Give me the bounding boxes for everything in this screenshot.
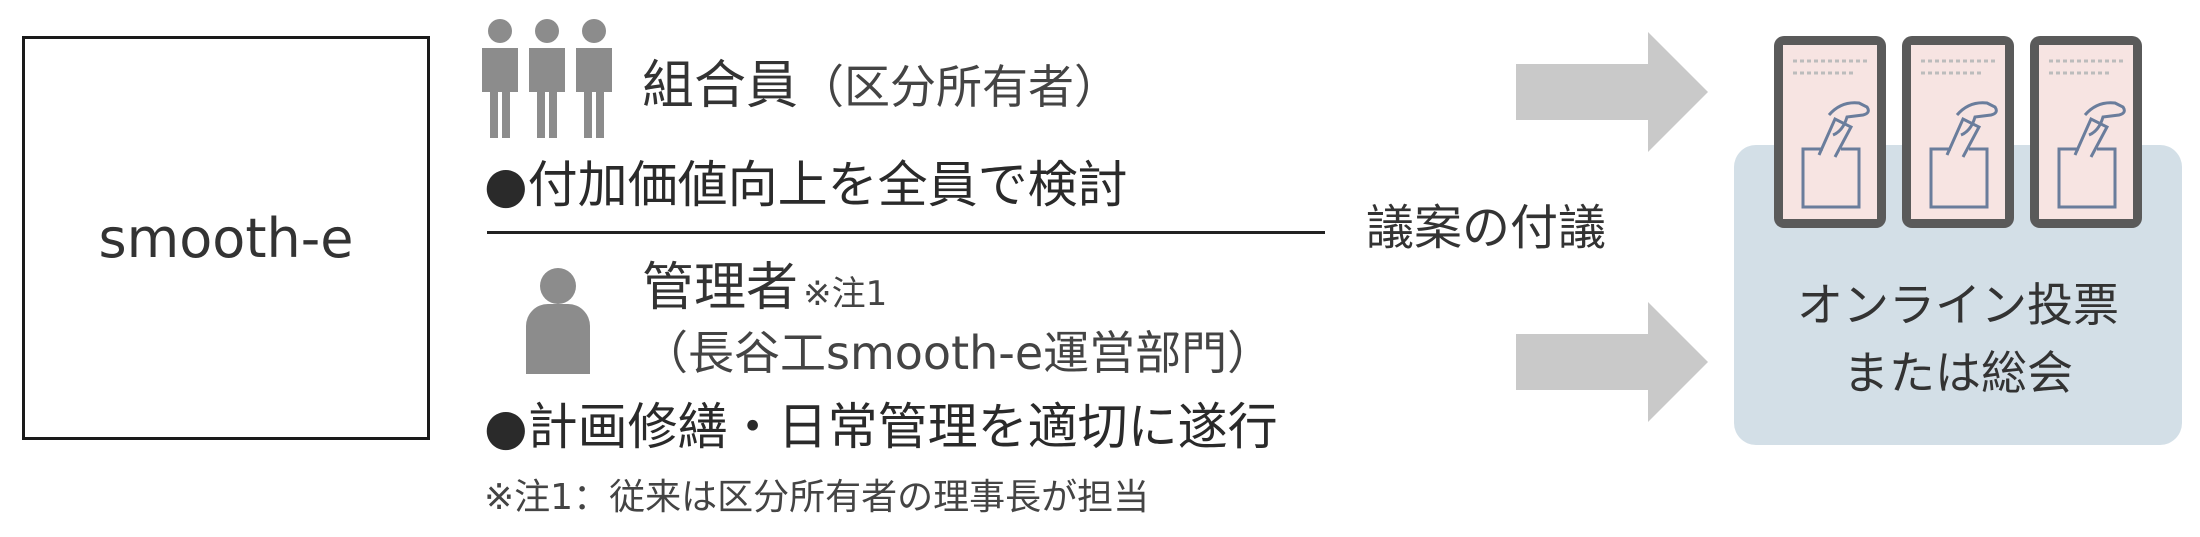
members-heading: 組合員（区分所有者） <box>642 60 1120 112</box>
footnote: ※注1：従来は区分所有者の理事長が担当 <box>484 477 1150 518</box>
smartphone-icon <box>2030 36 2142 228</box>
person-icon <box>529 19 565 138</box>
ballot-box-icon <box>2049 59 2126 209</box>
phone-screen <box>2039 45 2133 219</box>
proposal-label: 議案の付議 <box>1366 200 1607 256</box>
person-icon <box>482 19 518 138</box>
members-point: ●付加価値向上を全員で検討 <box>484 156 1128 214</box>
arrow-right-icon <box>1516 32 1708 152</box>
ballot-box-icon <box>1793 59 1870 209</box>
smartphone-icon <box>1902 36 2014 228</box>
result-line2: または総会 <box>1843 346 2073 400</box>
result-line1: オンライン投票 <box>1797 278 2119 332</box>
phone-screen <box>1783 45 1877 219</box>
person-icon <box>576 19 612 138</box>
members-subtitle: （区分所有者） <box>798 60 1121 114</box>
members-title: 組合員 <box>642 56 799 116</box>
manager-person-icon <box>526 268 590 374</box>
ballot-box-icon <box>1921 59 1998 209</box>
divider-line <box>487 231 1325 234</box>
manager-note-ref: ※注1 <box>803 274 888 314</box>
manager-org: （長谷工smooth-e運営部門） <box>642 326 1274 380</box>
smartphone-icon <box>1774 36 1886 228</box>
logo-text: smooth-e <box>98 206 354 270</box>
manager-heading: 管理者 ※注1 <box>642 262 887 314</box>
members-group-icon <box>482 19 612 138</box>
manager-point: ●計画修繕・日常管理を適切に遂行 <box>484 398 1278 456</box>
manager-title: 管理者 <box>642 258 799 318</box>
arrow-right-icon <box>1516 302 1708 422</box>
smooth-e-logo-box: smooth-e <box>22 36 430 440</box>
phone-screen <box>1911 45 2005 219</box>
